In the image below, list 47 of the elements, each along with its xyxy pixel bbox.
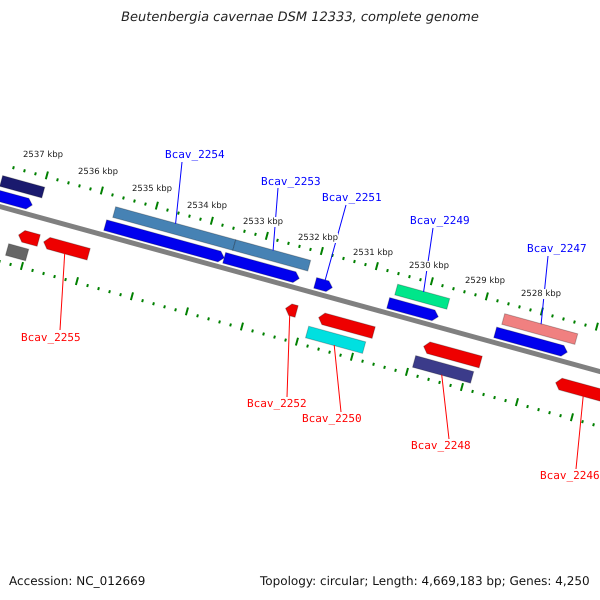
scale-label: 2535 kbp xyxy=(132,184,172,194)
scale-label: 2533 kbp xyxy=(243,217,284,227)
gene-block xyxy=(103,219,225,262)
title: Beutenbergia cavernae DSM 12333, complete genome xyxy=(120,10,480,25)
gene-label: Bcav_2246 xyxy=(540,469,600,482)
gene-block xyxy=(222,252,300,283)
gene-bar xyxy=(232,239,312,272)
gene-label: Bcav_2255 xyxy=(21,331,81,344)
accession-text: Accession: NC_012669 xyxy=(9,574,146,588)
gene-label: Bcav_2247 xyxy=(527,242,587,255)
gene-block xyxy=(313,276,333,292)
leader-line xyxy=(60,252,66,330)
leader-line xyxy=(441,374,450,440)
leader-line xyxy=(540,256,548,325)
gene-block xyxy=(423,341,483,368)
scale-label: 2532 kbp xyxy=(298,233,338,243)
scale-label: 2534 kbp xyxy=(187,201,228,211)
gene-label: Bcav_2252 xyxy=(247,397,307,410)
gene-block xyxy=(18,230,41,247)
leader-line xyxy=(334,344,342,412)
gene-label: Bcav_2248 xyxy=(411,439,471,452)
gene-block xyxy=(43,236,91,261)
gene-label: Bcav_2254 xyxy=(165,148,225,161)
gene-bar xyxy=(4,243,30,262)
genome-info-text: Topology: circular; Length: 4,669,183 bp; Genes: 4,250 xyxy=(260,574,590,588)
leader-line xyxy=(324,204,346,281)
gene-bar xyxy=(394,284,450,310)
gene-block xyxy=(493,326,568,357)
gene-block xyxy=(386,297,439,322)
leader-line xyxy=(286,314,290,398)
scale-label: 2536 kbp xyxy=(78,167,118,177)
scale-label: 2528 kbp xyxy=(521,289,562,299)
gene-block xyxy=(284,303,299,318)
leader-line xyxy=(576,396,584,470)
gene-label: Bcav_2253 xyxy=(261,175,321,188)
gene-block xyxy=(0,190,33,210)
gene-block xyxy=(318,312,376,340)
gene-label: Bcav_2250 xyxy=(302,412,362,425)
scale-label: 2529 kbp xyxy=(465,276,506,286)
scale-label: 2530 kbp xyxy=(409,261,450,271)
gene-label: Bcav_2249 xyxy=(410,214,470,227)
scale-label: 2537 kbp xyxy=(23,150,64,160)
gene-label: Bcav_2251 xyxy=(322,191,382,204)
gene-bar xyxy=(304,326,366,354)
gene-bar xyxy=(501,313,578,346)
scale-label: 2531 kbp xyxy=(353,248,394,258)
gene-bar xyxy=(412,355,474,384)
